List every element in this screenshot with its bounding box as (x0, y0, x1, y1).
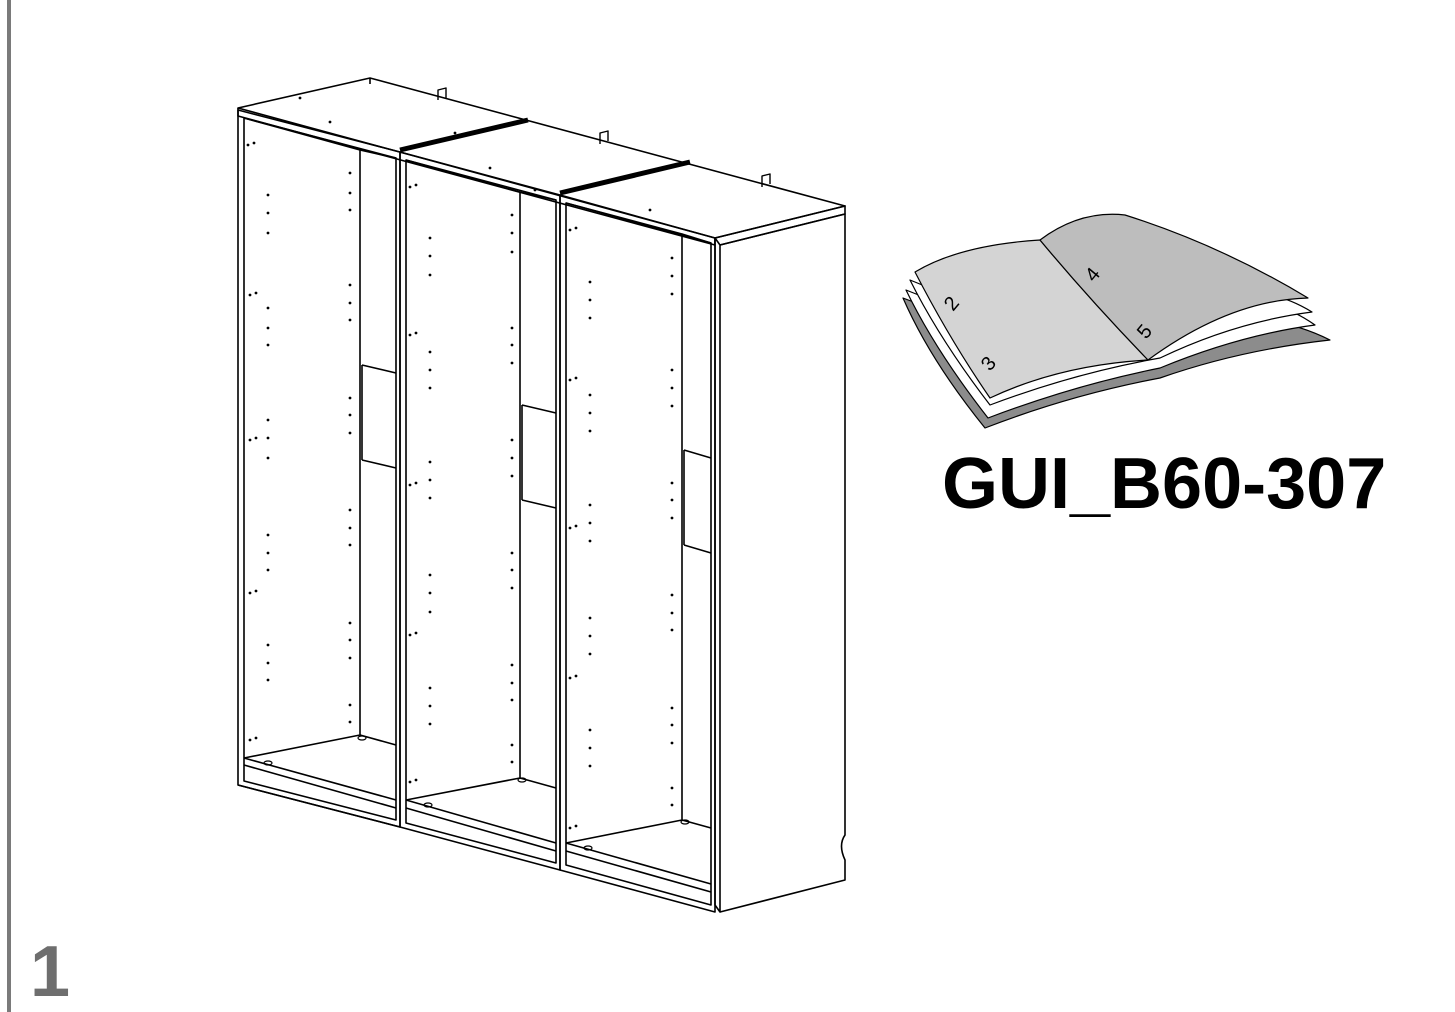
wardrobe-illustration (237, 77, 846, 913)
open-manual-icon: 2 3 4 5 (902, 213, 1331, 429)
step-number: 1 (30, 932, 71, 1012)
margin-rule (7, 0, 11, 1012)
manual-reference-code: GUI_B60-307 (942, 444, 1387, 524)
